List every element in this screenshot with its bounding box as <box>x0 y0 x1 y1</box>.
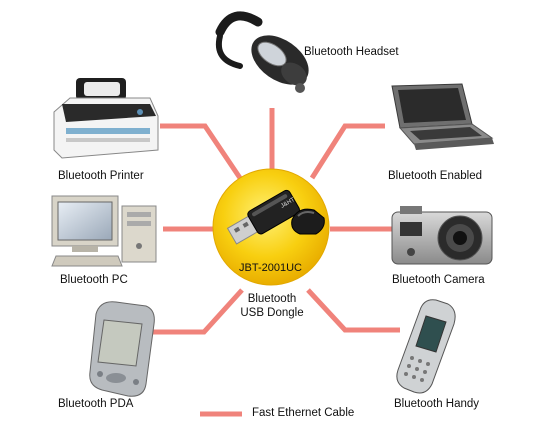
camera-icon <box>391 206 493 265</box>
label-pda: Bluetooth PDA <box>58 398 134 410</box>
legend-label: Fast Ethernet Cable <box>252 407 355 419</box>
hub-caption-line2: USB Dongle <box>240 307 304 319</box>
cable-handy <box>306 288 400 333</box>
hub-caption-line1: Bluetooth <box>247 293 297 305</box>
label-enabled: Bluetooth Enabled <box>388 170 482 182</box>
cable-printer <box>160 123 243 180</box>
cable-pda <box>140 288 244 335</box>
label-pc: Bluetooth PC <box>60 274 128 286</box>
hub-caption: Bluetooth USB Dongle <box>236 292 308 320</box>
dongle-cap-icon <box>291 208 325 235</box>
pda-icon <box>89 301 155 397</box>
hub-model-label: JBT-2001UC <box>239 262 302 274</box>
pc-icon <box>51 195 157 267</box>
label-camera: Bluetooth Camera <box>392 274 485 286</box>
cable-enabled <box>309 123 385 180</box>
laptop-icon <box>391 83 494 150</box>
usb-dongle-icon: J&HT <box>226 189 300 245</box>
printer-icon <box>53 78 159 159</box>
label-headset: Bluetooth Headset <box>304 46 399 58</box>
mobile-phone-icon <box>396 299 456 394</box>
label-handy: Bluetooth Handy <box>394 398 480 410</box>
label-printer: Bluetooth Printer <box>58 170 144 182</box>
headset-icon <box>215 11 309 93</box>
